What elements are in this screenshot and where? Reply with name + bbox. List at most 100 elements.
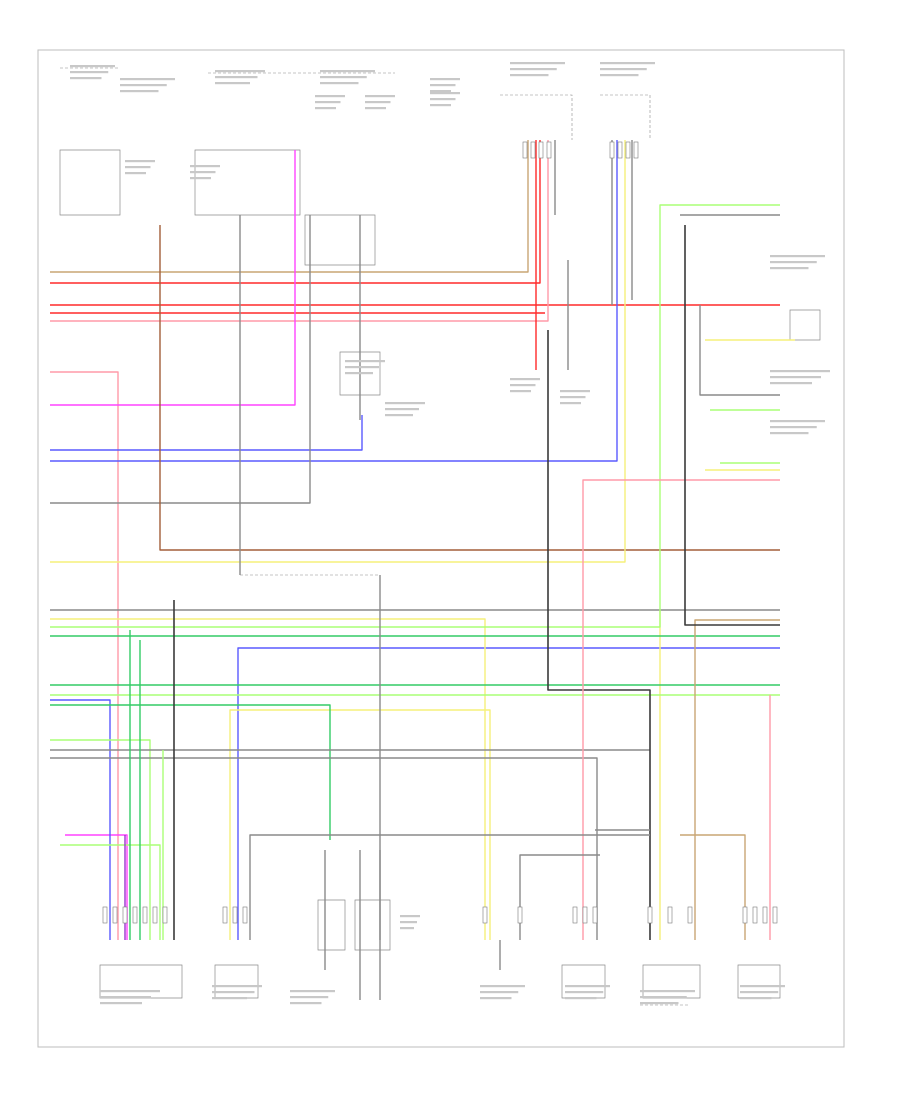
illegible-label-24-1 xyxy=(640,996,687,999)
wire-yellow-13 xyxy=(50,140,626,563)
illegible-label-10-1 xyxy=(365,101,391,104)
wire-dark_gray-29 xyxy=(547,330,651,940)
illegible-label-3-2 xyxy=(320,82,359,85)
connector-pin-0-1 xyxy=(112,906,118,924)
connector-pin-3-2 xyxy=(762,906,768,924)
illegible-label-0-0 xyxy=(70,65,115,68)
wire-tan-42 xyxy=(680,834,746,940)
illegible-label-25-1 xyxy=(740,991,779,994)
illegible-label-17-2 xyxy=(510,390,531,393)
illegible-label-21-2 xyxy=(290,1002,322,1005)
wire-gray-26 xyxy=(50,757,598,940)
component-box-7 xyxy=(59,149,121,216)
wire-dark_gray-34 xyxy=(684,225,780,626)
illegible-label-5-0 xyxy=(510,62,565,65)
illegible-label-14-1 xyxy=(770,426,817,429)
illegible-label-22-0 xyxy=(480,985,525,988)
connector-pin-4-1 xyxy=(530,141,536,159)
illegible-label-22-1 xyxy=(480,991,519,994)
diagram-frame xyxy=(37,49,845,1048)
illegible-label-20-0 xyxy=(212,985,262,988)
wire-gray-41 xyxy=(519,854,600,940)
illegible-label-5-2 xyxy=(510,74,549,77)
wires xyxy=(50,140,795,1000)
wire-lt_green-24 xyxy=(50,739,151,940)
illegible-label-12-2 xyxy=(770,267,809,270)
illegible-label-13-2 xyxy=(770,382,812,385)
illegible-label-6-0 xyxy=(600,62,655,65)
dashed-boundaries xyxy=(60,67,690,1006)
illegible-label-2-1 xyxy=(215,76,258,79)
component-box-10 xyxy=(317,899,346,951)
wire-blue-22 xyxy=(50,699,111,940)
illegible-label-2-0 xyxy=(215,70,265,73)
connector-pin-0-0 xyxy=(102,906,108,924)
illegible-label-26-1 xyxy=(400,921,417,924)
connector-pin-1-1 xyxy=(232,906,238,924)
connector-pins xyxy=(102,141,778,924)
illegible-label-6-1 xyxy=(600,68,647,71)
illegible-label-3-0 xyxy=(320,70,375,73)
illegible-label-6-2 xyxy=(600,74,639,77)
illegible-label-0-1 xyxy=(70,71,109,74)
illegible-label-24-0 xyxy=(640,990,695,993)
illegible-label-25-2 xyxy=(740,997,772,1000)
illegible-label-22-2 xyxy=(480,997,512,1000)
connector-pin-5-0 xyxy=(609,141,615,159)
illegible-label-15-2 xyxy=(345,372,373,375)
illegible-label-4-0 xyxy=(430,78,460,81)
illegible-label-4-2 xyxy=(430,90,451,93)
component-outlines xyxy=(59,149,821,999)
illegible-label-8-0 xyxy=(190,165,220,168)
illegible-label-23-0 xyxy=(565,985,610,988)
illegible-labels xyxy=(70,62,830,1005)
illegible-label-23-2 xyxy=(565,997,597,1000)
illegible-label-25-0 xyxy=(740,985,785,988)
wire-green-23 xyxy=(50,704,331,840)
wire-lt_green-27 xyxy=(60,844,161,940)
wire-magenta-7 xyxy=(65,834,128,940)
illegible-label-24-2 xyxy=(640,1002,679,1005)
wire-tan-32 xyxy=(694,619,780,940)
wire-pink-30 xyxy=(582,479,780,940)
wire-red-1 xyxy=(50,140,541,284)
illegible-label-14-2 xyxy=(770,432,809,435)
wire-pink-5 xyxy=(50,371,119,940)
component-box-11 xyxy=(354,899,391,951)
illegible-label-12-0 xyxy=(770,255,825,258)
connector-pin-2-1 xyxy=(582,906,588,924)
wire-lt_green-18 xyxy=(50,204,780,628)
connector-pin-2-2 xyxy=(592,906,598,924)
illegible-label-18-1 xyxy=(560,396,586,399)
illegible-label-12-1 xyxy=(770,261,817,264)
wire-brown-12 xyxy=(159,225,780,551)
connector-pin-0-4 xyxy=(142,906,148,924)
illegible-label-18-0 xyxy=(560,390,590,393)
illegible-label-7-1 xyxy=(125,166,151,169)
wire-blue-9 xyxy=(50,140,618,462)
illegible-label-8-2 xyxy=(190,177,211,180)
illegible-label-13-1 xyxy=(770,376,821,379)
wire-blue-10 xyxy=(237,647,780,940)
connector-pin-3-1 xyxy=(752,906,758,924)
illegible-label-9-0 xyxy=(315,95,345,98)
wire-gray-40 xyxy=(249,834,650,940)
illegible-label-4-1 xyxy=(430,84,456,87)
connector-pin-6-1 xyxy=(517,906,523,924)
connector-pin-5-3 xyxy=(633,141,639,159)
illegible-label-7-0 xyxy=(125,160,155,163)
illegible-label-1-1 xyxy=(120,84,167,87)
illegible-label-17-1 xyxy=(510,384,536,387)
wire-tan-0 xyxy=(50,140,529,273)
illegible-label-18-2 xyxy=(560,402,581,405)
connector-pin-1-0 xyxy=(222,906,228,924)
illegible-label-23-1 xyxy=(565,991,604,994)
component-box-9 xyxy=(304,214,376,266)
illegible-label-14-0 xyxy=(770,420,825,423)
connector-pin-4-3 xyxy=(546,141,552,159)
wire-gray-35 xyxy=(699,305,780,396)
illegible-label-9-1 xyxy=(315,101,341,104)
illegible-label-3-1 xyxy=(320,76,367,79)
illegible-label-0-2 xyxy=(70,77,102,80)
illegible-label-19-1 xyxy=(100,996,151,999)
